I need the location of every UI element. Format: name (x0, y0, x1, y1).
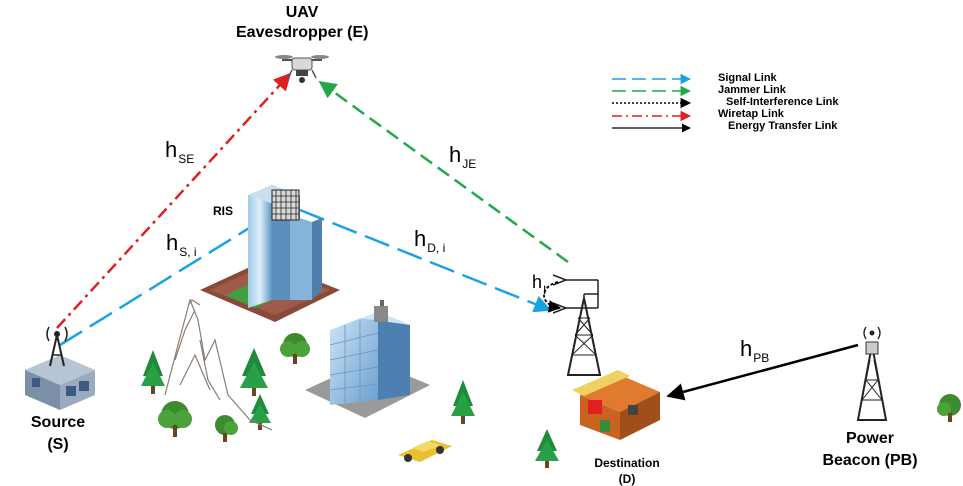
legend-self-interference-label: Self-Interference Link (726, 96, 839, 108)
legend-wiretap-label: Wiretap Link (718, 108, 784, 120)
rock-formation-icon (164, 298, 273, 431)
legend-jammer-label: Jammer Link (718, 84, 786, 96)
channel-label-hdi: hD, i (414, 226, 446, 255)
destination-label-line2: (D) (618, 472, 636, 486)
legend-energy-label: Energy Transfer Link (728, 120, 838, 132)
channel-label-hje: hJE (449, 142, 477, 171)
ris-label: RIS (213, 204, 234, 218)
power-beacon-label-line1: Power (845, 430, 894, 447)
uav-label-line1: UAV (285, 4, 319, 21)
destination-antenna-icon (543, 274, 599, 314)
source-label-line1: Source (30, 414, 86, 431)
signal-link-ris-destination (299, 208, 552, 313)
office-building-icon (305, 300, 430, 418)
wiretap-link (56, 72, 292, 329)
power-beacon-icon (856, 326, 888, 421)
uav-drone-icon (275, 55, 329, 83)
power-beacon-label-line2: Beacon (PB) (822, 452, 918, 469)
channel-label-hi: hI (532, 272, 547, 297)
legend (612, 73, 692, 133)
self-interference-link (543, 281, 562, 313)
channel-label-hsi: hS, i (166, 230, 197, 259)
source-label-line2: (S) (47, 436, 69, 453)
tree-icons (141, 333, 961, 468)
destination-station-icon (566, 297, 660, 440)
uav-label-line2: Eavesdropper (E) (236, 24, 369, 41)
ris-building-icon (200, 185, 340, 322)
channel-label-hse: hSE (165, 137, 195, 166)
destination-label-line1: Destination (594, 456, 660, 470)
taxi-car-icon (398, 440, 452, 462)
signal-link-source-ris (59, 210, 276, 347)
source-station-icon (25, 326, 95, 410)
energy-transfer-link (666, 343, 859, 401)
jammer-link (318, 80, 569, 264)
legend-signal-label: Signal Link (718, 72, 777, 84)
channel-label-hpb: hPB (740, 336, 770, 365)
